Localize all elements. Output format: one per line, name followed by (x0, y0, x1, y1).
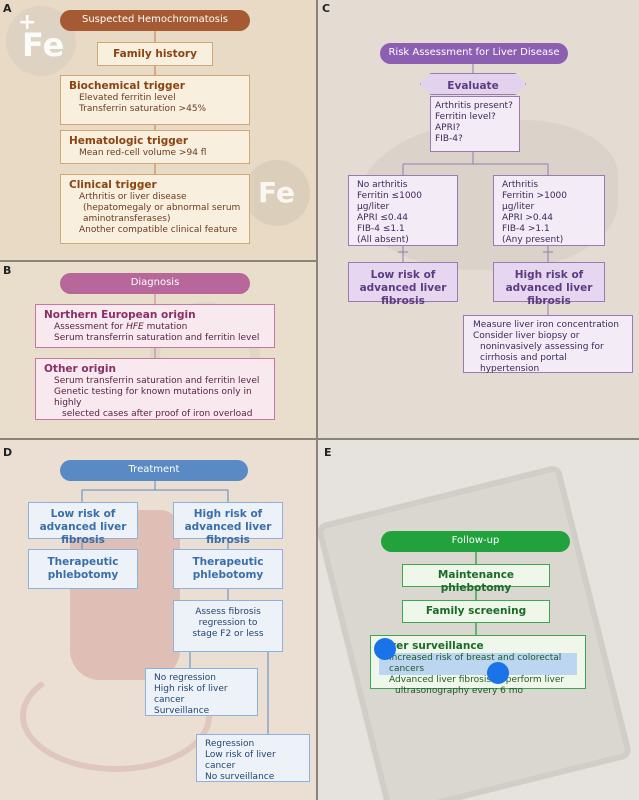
low-risk-result-box: Low risk of advanced liver fibrosis (348, 262, 458, 307)
connector-lines (154, 293, 156, 358)
divider-horizontal-left (0, 260, 316, 262)
panel-label-b: B (3, 264, 12, 277)
biochemical-trigger-box: Biochemical trigger Elevated ferritin le… (60, 75, 250, 125)
liver-surveillance-box: Liver surveillance Increased risk of bre… (370, 635, 586, 696)
diagnosis-header: Diagnosis (60, 273, 250, 294)
panel-e: E Follow-up Maintenance phlebotomy Famil… (318, 440, 639, 800)
no-regression-box: No regression High risk of liver cancer … (145, 668, 258, 716)
fe-badge-icon-2: Fe (244, 160, 310, 226)
divider-vertical (316, 0, 318, 800)
family-history-box: Family history (97, 42, 213, 66)
panel-b: B Diagnosis Northern European origin Ass… (0, 262, 316, 438)
treatment-header: Treatment (60, 460, 248, 481)
panel-label-d: D (3, 446, 13, 459)
clinical-trigger-box: Clinical trigger Arthritis or liver dise… (60, 174, 250, 244)
blood-tube-icon (20, 660, 212, 772)
suspected-hemochromatosis-header: Suspected Hemochromatosis (60, 10, 250, 31)
selection-start-handle[interactable] (374, 638, 396, 660)
high-risk-result-box: High risk of advanced liver fibrosis (493, 262, 605, 307)
follow-up-header: Follow-up (381, 531, 570, 552)
panel-label-c: C (322, 2, 331, 15)
panel-a: + Fe Fe A Suspected Hemochromatosis Fami… (0, 0, 316, 260)
therapeutic-phlebotomy-right-box: Therapeutic phlebotomy (173, 549, 283, 589)
high-risk-criteria-box: Arthritis Ferritin >1000 µg/liter APRI >… (493, 175, 605, 246)
high-risk-box: High risk of advanced liver fibrosis (173, 502, 283, 546)
hematologic-trigger-box: Hematologic trigger Mean red-cell volume… (60, 130, 250, 164)
panel-c: C Risk Assessment for Liver Disease Eval… (318, 0, 639, 438)
connector-lines (81, 481, 269, 734)
selection-end-handle[interactable] (487, 662, 509, 684)
evaluate-questions-box: Arthritis present? Ferritin level? APRI?… (430, 96, 520, 152)
panel-d: D Treatment Low risk of advanced liver f… (0, 440, 316, 800)
family-screening-box: Family screening (402, 600, 550, 623)
connector-lines (475, 552, 477, 635)
high-risk-actions-box: Measure liver iron concentration Conside… (463, 315, 633, 374)
other-origin-box: Other origin Serum transferrin saturatio… (35, 358, 275, 420)
panel-label-e: E (324, 446, 332, 459)
evaluate-hexagon: Evaluate (420, 73, 526, 95)
maintenance-phlebotomy-box: Maintenance phlebotomy (402, 564, 550, 594)
panel-label-a: A (3, 2, 12, 15)
assess-fibrosis-box: Assess fibrosis regression to stage F2 o… (173, 600, 283, 652)
regression-box: Regression Low risk of liver cancer No s… (196, 734, 310, 782)
low-risk-criteria-box: No arthritis Ferritin ≤1000 µg/liter APR… (348, 175, 458, 246)
northern-european-origin-box: Northern European origin Assessment for … (35, 304, 275, 348)
risk-assessment-header: Risk Assessment for Liver Disease (380, 43, 568, 64)
low-risk-box: Low risk of advanced liver fibrosis (28, 502, 138, 546)
connector-lines (398, 64, 553, 315)
connector-lines (154, 31, 156, 174)
therapeutic-phlebotomy-left-box: Therapeutic phlebotomy (28, 549, 138, 589)
divider-horizontal-mid (0, 438, 639, 440)
